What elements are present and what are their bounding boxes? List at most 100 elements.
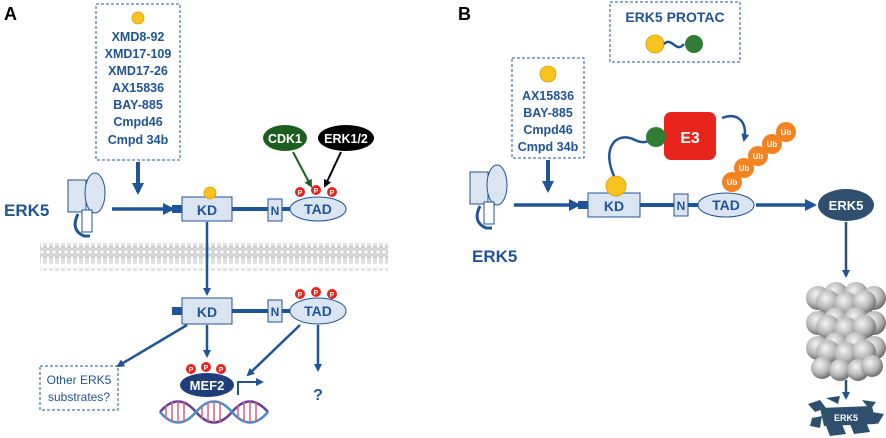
e3-label: E3 <box>680 130 700 147</box>
ub-label: Ub <box>781 128 792 137</box>
erk5-target-oval <box>818 189 874 221</box>
dna-helix <box>159 400 269 424</box>
tad-to-mef2-arrow <box>246 324 301 377</box>
n-domain <box>673 193 689 217</box>
receptor-icon <box>67 172 106 238</box>
kd-label: KD <box>604 198 624 214</box>
phospho-label: P <box>298 292 303 299</box>
erk12-arrow <box>323 151 342 188</box>
phospho-icon <box>186 364 196 374</box>
phospho-label: P <box>219 367 224 374</box>
cdk1-label: CDK1 <box>268 132 302 146</box>
erk5-label: ERK5 <box>4 201 49 220</box>
protac-title: ERK5 PROTAC <box>625 9 724 25</box>
phospho-icon <box>201 362 211 372</box>
phospho-icon <box>295 289 305 299</box>
proteasome-icon <box>806 282 886 381</box>
panel-b: B ERK5 PROTAC AX15836 BAY-885 Cmpd46 Cmp… <box>458 1 886 436</box>
mef2-phospho-sites: P P P <box>186 362 226 374</box>
inhibitor-bay-885: BAY-885 <box>113 98 163 112</box>
protac-e3-ligand-bound-icon <box>646 127 666 147</box>
n-domain <box>267 299 283 323</box>
phospho-label: P <box>330 292 335 299</box>
protac-warhead-bound-icon <box>605 175 627 197</box>
inhibitor-xmd17-26: XMD17-26 <box>108 64 168 78</box>
kinase-domain <box>181 297 233 325</box>
erk5-target-label: ERK5 <box>829 198 864 213</box>
receptor-icon <box>469 164 508 230</box>
ubiquitin-icon <box>762 134 782 154</box>
phospho-label: P <box>314 188 319 195</box>
tad-label: TAD <box>304 201 332 217</box>
panel-a-label: A <box>4 4 17 24</box>
phospho-icon <box>295 187 305 197</box>
transcription-arrow <box>237 378 264 395</box>
inhibitor-xmd17-109: XMD17-109 <box>105 47 172 61</box>
inhibitor-cmpd46: Cmpd46 <box>523 123 572 137</box>
protac-e3-ligand-icon <box>685 35 703 53</box>
erk5-protein-nuclear: KD N TAD P P P <box>172 287 347 325</box>
ubiquitin-chain: Ub Ub Ub Ub Ub <box>722 122 796 192</box>
phospho-icon <box>311 287 321 297</box>
other-substrates-line2: substrates? <box>48 390 110 404</box>
inhibitor-cmpd46: Cmpd46 <box>113 115 162 129</box>
erk5-fragment-label: ERK5 <box>834 413 858 423</box>
protac-linker-bound <box>608 136 656 181</box>
inhibitor-ax15836: AX15836 <box>522 89 574 103</box>
inhibitor-icon <box>131 11 145 25</box>
n-domain <box>267 198 283 222</box>
erk5-label-b: ERK5 <box>472 247 517 266</box>
panel-b-label: B <box>458 4 471 24</box>
tad-domain <box>697 192 755 218</box>
other-substrates-box <box>39 365 119 411</box>
phospho-label: P <box>330 190 335 197</box>
inhibitor-icon <box>539 65 557 83</box>
ub-label: Ub <box>727 178 738 187</box>
other-substrates-arrow <box>116 323 188 368</box>
protac-linker-icon <box>663 40 685 49</box>
erk5-protein-b: KD N TAD <box>578 192 755 218</box>
mef2-oval <box>180 373 234 397</box>
inhibitor-cmpd34b: Cmpd 34b <box>518 140 579 154</box>
phospho-label: P <box>189 367 194 374</box>
erk12-oval <box>318 125 374 151</box>
phospho-label: P <box>204 365 209 372</box>
tad-domain <box>289 196 347 222</box>
mef2-label: MEF2 <box>190 378 225 393</box>
n-label: N <box>271 204 280 218</box>
unknown-label: ? <box>313 387 323 404</box>
n-label: N <box>677 199 686 213</box>
other-substrates-line1: Other ERK5 <box>47 373 112 387</box>
erk5-protein-top: KD N TAD P P P <box>172 185 347 222</box>
cdk1-arrow <box>292 151 312 188</box>
tad-domain <box>289 297 347 325</box>
erk12-label: ERK1/2 <box>324 132 368 146</box>
ubiquitin-icon <box>734 158 754 178</box>
erk5-fragments-icon <box>808 396 884 436</box>
inhibitor-box <box>95 3 181 161</box>
tad-label: TAD <box>304 303 332 319</box>
kd-label: KD <box>197 304 217 320</box>
ub-label: Ub <box>739 164 750 173</box>
ubiquitination-arrow <box>721 115 750 142</box>
phospho-sites: P P P <box>295 185 337 197</box>
inhibitor-bay-885: BAY-885 <box>523 106 573 120</box>
cell-membrane <box>40 243 388 271</box>
kinase-domain <box>587 192 641 218</box>
phospho-icon <box>327 289 337 299</box>
ubiquitin-icon <box>748 146 768 166</box>
inhibitor-ax15836: AX15836 <box>112 81 164 95</box>
protac-warhead-icon <box>645 34 665 54</box>
cdk1-oval <box>263 125 307 151</box>
kinase-domain <box>181 196 233 222</box>
phospho-label: P <box>298 190 303 197</box>
ub-label: Ub <box>753 152 764 161</box>
phospho-icon <box>327 187 337 197</box>
kd-label: KD <box>197 202 217 218</box>
phospho-icon <box>311 185 321 195</box>
bound-inhibitor-icon <box>203 186 217 200</box>
tad-label: TAD <box>712 197 740 213</box>
e3-ligase <box>664 112 716 160</box>
ub-label: Ub <box>767 140 778 149</box>
